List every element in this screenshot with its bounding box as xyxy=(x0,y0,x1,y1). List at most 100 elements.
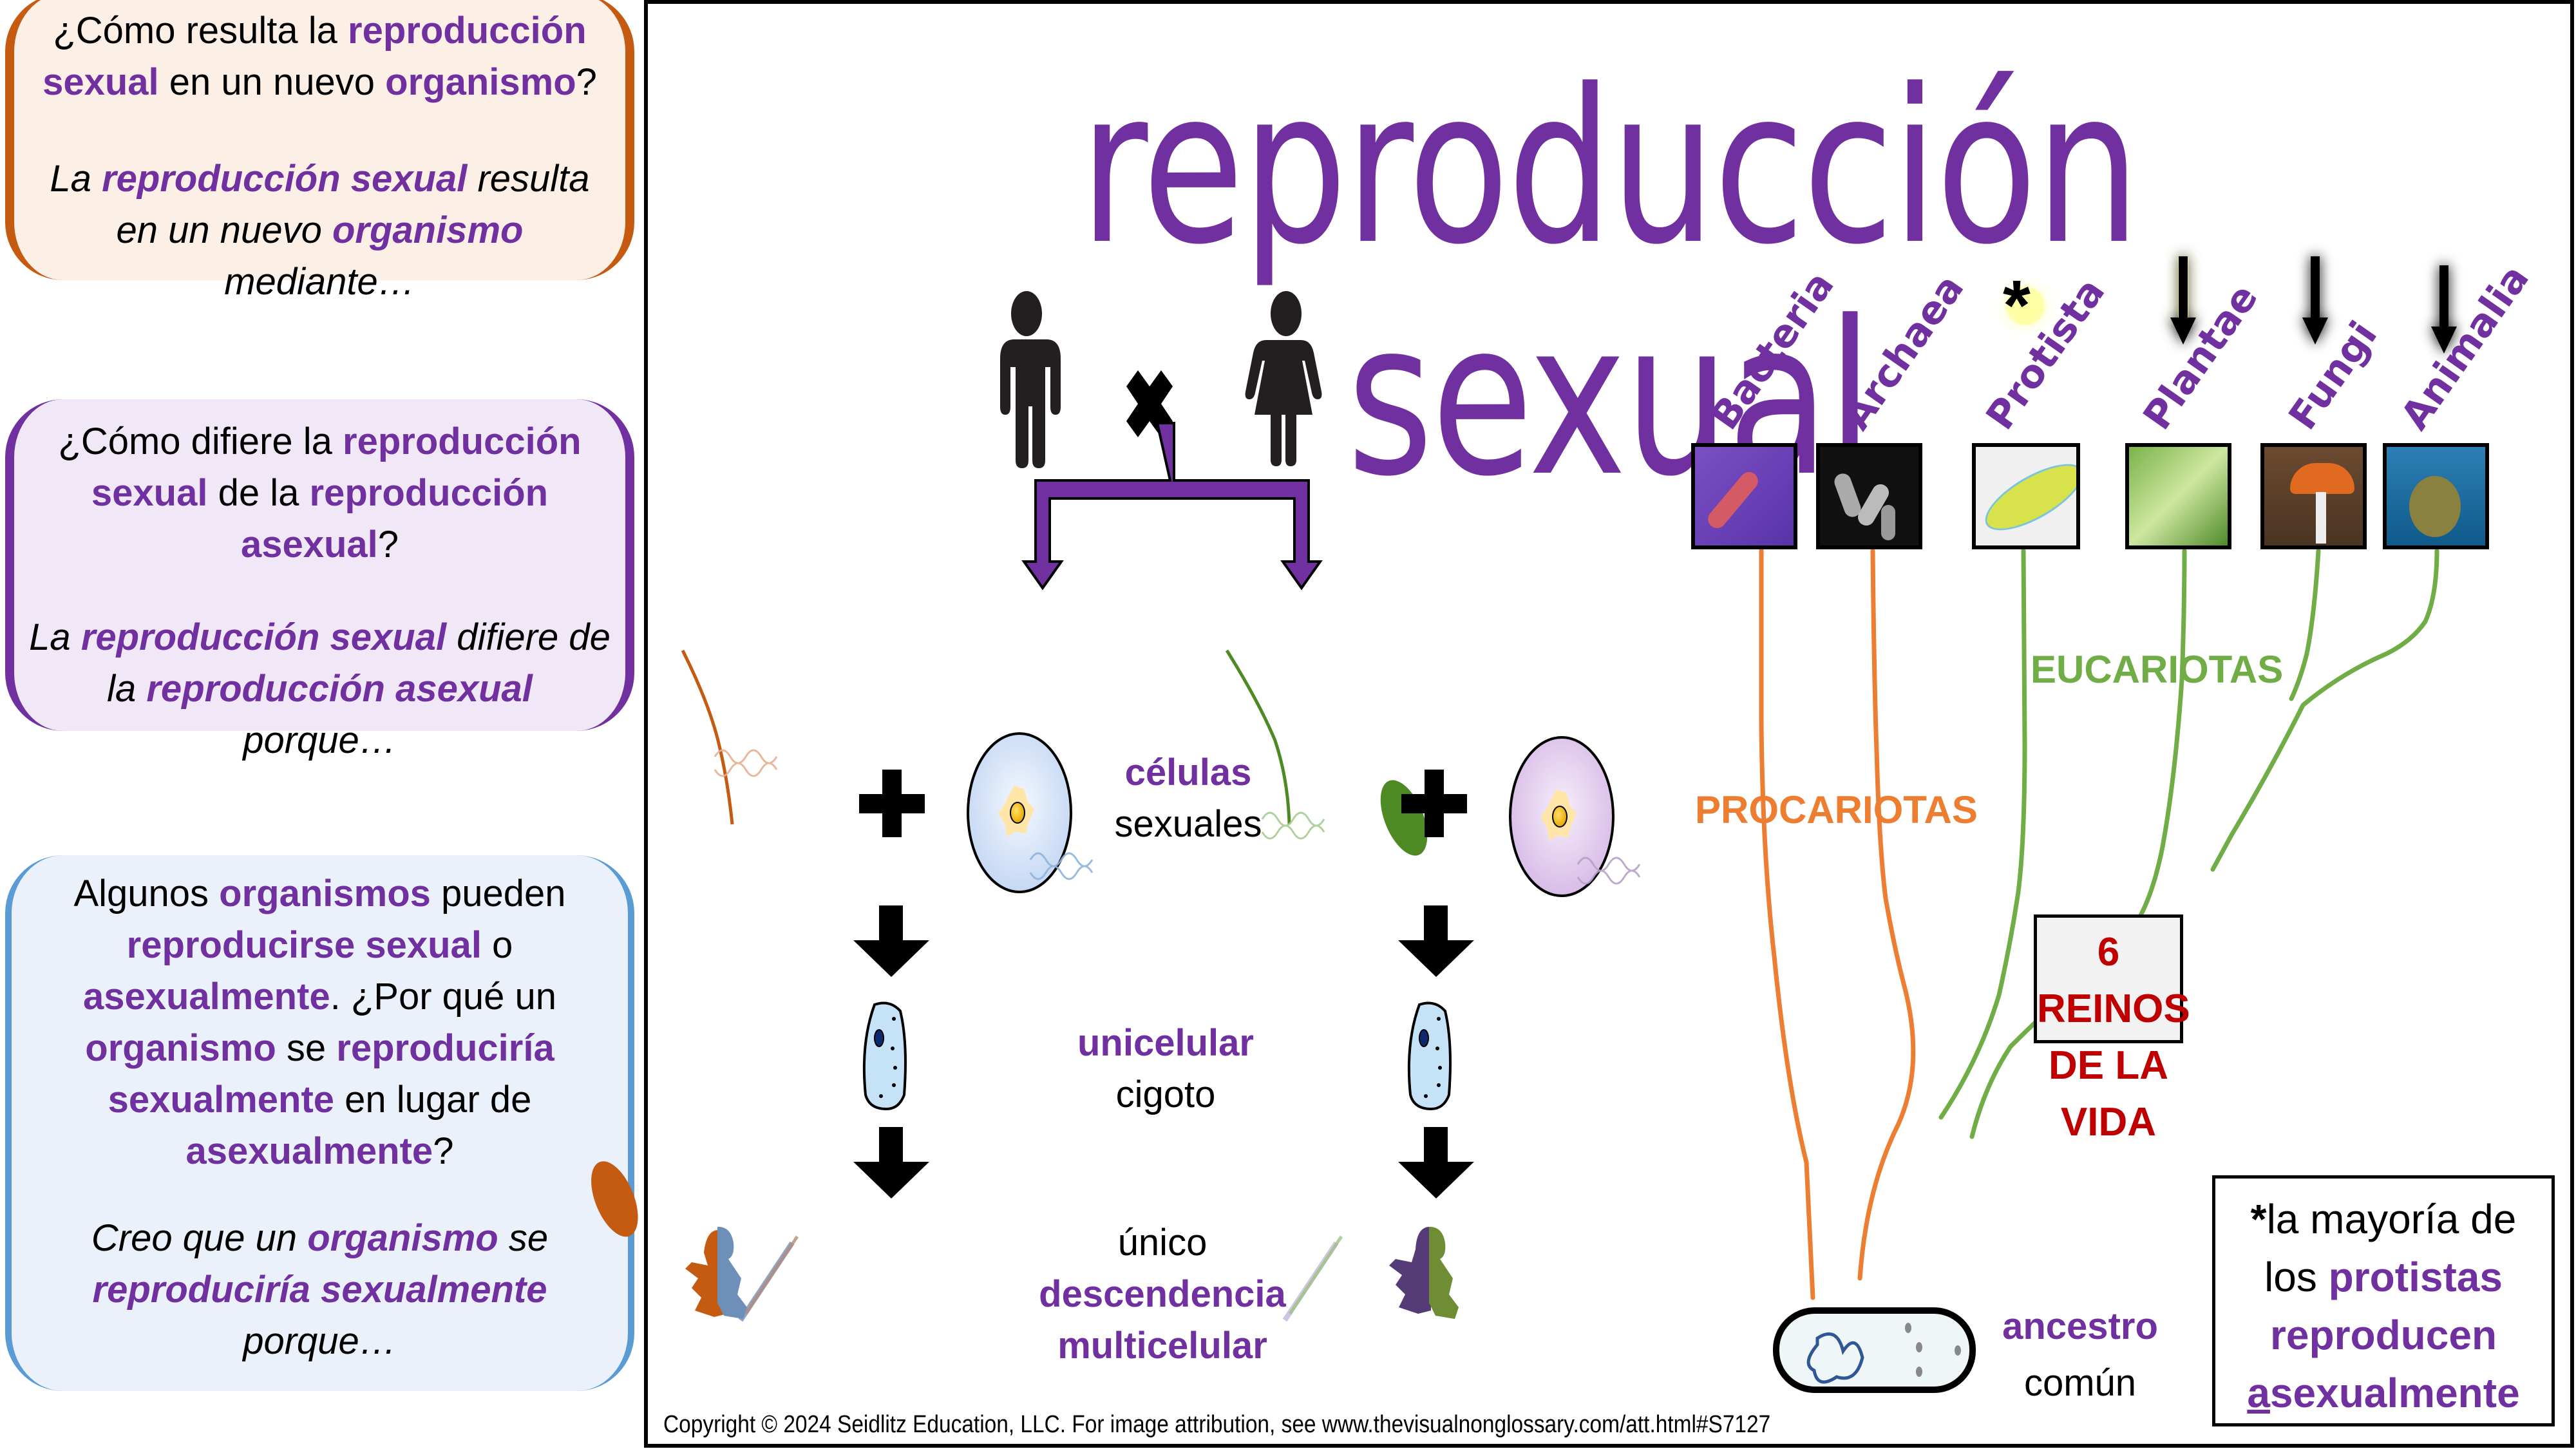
question-box-3: Algunos organismos pueden reproducirse s… xyxy=(5,855,634,1391)
sperm-cell-orange xyxy=(591,649,734,1237)
emphasized-term: reproduciría sexualmente xyxy=(92,1269,547,1311)
dna-helix-icon xyxy=(714,749,778,777)
highlight-arrow-fungi xyxy=(2302,256,2328,345)
text-segment: ? xyxy=(377,524,399,565)
emphasized-term: reproducción sexual xyxy=(102,158,468,200)
text-segment: en lugar de xyxy=(334,1079,532,1121)
kingdom-image-plantae xyxy=(2125,443,2231,549)
protista-note-box: *la mayoría de los protistas reproducen … xyxy=(2212,1175,2555,1426)
dna-helix-icon xyxy=(1577,857,1641,885)
label-comun: común xyxy=(2023,1362,2137,1404)
kingdom-image-bacteria xyxy=(1691,443,1797,549)
text-segment: difiere de la xyxy=(107,616,611,710)
note-reproducen: reproducen xyxy=(2269,1312,2497,1358)
text-segment: ¿Cómo resulta la xyxy=(53,10,348,52)
tree-branch-plantae xyxy=(2137,548,2187,920)
text-segment: La xyxy=(50,158,102,200)
copyright-text: Copyright © 2024 Seidlitz Education, LLC… xyxy=(663,1411,1771,1438)
female-person-icon xyxy=(1245,291,1322,466)
zygote-cell-left xyxy=(862,1001,907,1111)
note-asexualmente-rest: sexualmente xyxy=(2269,1370,2520,1416)
question-1-text: ¿Cómo resulta la reproducción sexual en … xyxy=(14,5,625,108)
question-2-text: ¿Cómo difiere la reproducción sexual de … xyxy=(14,416,625,571)
text-segment: resulta en un nuevo xyxy=(116,158,590,251)
six-kingdoms-line1: 6 REINOS xyxy=(2037,930,2190,1031)
text-segment: de la xyxy=(207,472,310,514)
protista-asterisk: * xyxy=(2003,266,2031,345)
plus-icon xyxy=(859,770,925,837)
down-arrow-icon xyxy=(1398,905,1474,977)
emphasized-term: organismo xyxy=(385,61,576,103)
egg-cell-blue xyxy=(967,732,1072,893)
dna-helix-icon xyxy=(1261,811,1325,840)
text-segment: ¿Cómo difiere la xyxy=(58,421,343,462)
highlight-arrow-animalia xyxy=(2431,265,2457,354)
question-3-text: Algunos organismos pueden reproducirse s… xyxy=(12,868,628,1177)
note-line-2-text: los xyxy=(2264,1254,2329,1300)
label-multicelular: multicelular xyxy=(1057,1325,1267,1367)
label-sexuales: sexuales xyxy=(1114,803,1262,845)
answer-3-sentence-starter: Creo que un organismo se reproduciría se… xyxy=(12,1213,628,1367)
highlight-arrow-plantae xyxy=(2170,256,2196,345)
label-unicelular: unicelular xyxy=(1077,1022,1254,1064)
note-line-4: asexualmente xyxy=(2215,1364,2552,1422)
text-segment: en un nuevo xyxy=(158,61,386,103)
six-kingdoms-box: 6 REINOS DE LA VIDA xyxy=(2034,914,2190,1144)
emphasized-term: reproducción asexual xyxy=(146,668,533,710)
note-underlined-a: a xyxy=(2247,1370,2270,1416)
kingdom-image-fungi xyxy=(2260,443,2367,549)
down-arrow-icon xyxy=(1398,1127,1474,1198)
tree-branch-archaea xyxy=(1857,548,1916,1281)
emphasized-term: reproducción sexual xyxy=(80,616,447,658)
text-segment: pueden xyxy=(430,873,566,914)
down-arrow-icon xyxy=(853,905,929,977)
text-segment: . ¿Por qué un xyxy=(330,976,557,1018)
text-segment: se xyxy=(276,1027,337,1069)
question-box-1: ¿Cómo resulta la reproducción sexual en … xyxy=(5,0,634,303)
label-descendencia: descendencia xyxy=(1039,1273,1286,1315)
label-procariotas: PROCARIOTAS xyxy=(1695,788,1978,831)
offspring-baby-left xyxy=(685,1227,799,1322)
note-protistas: protistas xyxy=(2328,1254,2503,1300)
label-eucariotas: EUCARIOTAS xyxy=(2031,648,2284,691)
tree-branch-protista xyxy=(1938,548,2027,1120)
page-title: reproducción sexual xyxy=(1079,44,2141,523)
text-segment: se xyxy=(498,1217,549,1259)
answer-1-sentence-starter: La reproducción sexual resulta en un nue… xyxy=(14,153,625,308)
kingdom-image-protista xyxy=(1972,443,2080,549)
label-unico: único xyxy=(1117,1222,1208,1264)
common-ancestor-cell xyxy=(1773,1307,1976,1393)
question-box-2: ¿Cómo difiere la reproducción sexual de … xyxy=(5,399,634,761)
tree-branch-fungi xyxy=(2289,548,2321,701)
emphasized-term: reproducirse sexual xyxy=(126,924,482,966)
emphasized-term: reproducción sexual xyxy=(43,10,587,103)
emphasized-term: organismo xyxy=(85,1027,276,1069)
offspring-baby-right xyxy=(1282,1227,1459,1322)
note-asterisk: * xyxy=(2250,1196,2267,1242)
kingdom-image-archaea xyxy=(1816,443,1922,549)
note-line-2: los protistas xyxy=(2215,1248,2552,1306)
dna-helix-icon xyxy=(1029,852,1094,880)
label-celulas: células xyxy=(1124,752,1252,793)
text-segment: Creo que un xyxy=(91,1217,308,1259)
text-segment: mediante… xyxy=(224,261,415,303)
text-segment: porque… xyxy=(243,1320,397,1362)
emphasized-term: asexualmente xyxy=(185,1130,433,1172)
note-line-1: *la mayoría de xyxy=(2215,1190,2552,1248)
down-arrow-icon xyxy=(853,1127,929,1198)
male-person-icon xyxy=(1000,291,1061,468)
label-ancestro: ancestro xyxy=(2002,1305,2158,1347)
text-segment: ? xyxy=(576,61,597,103)
text-segment: Algunos xyxy=(73,873,220,914)
emphasized-term: reproduciría sexualmente xyxy=(108,1027,554,1121)
text-segment: porque… xyxy=(243,719,397,761)
emphasized-term: asexualmente xyxy=(82,976,330,1018)
text-segment: La xyxy=(29,616,81,658)
tree-branch-animalia xyxy=(2210,548,2439,872)
asterisk-highlight xyxy=(2006,287,2045,325)
label-cigoto: cigoto xyxy=(1115,1074,1216,1115)
emphasized-term: organismo xyxy=(332,209,524,251)
split-arrow-purple xyxy=(1021,422,1323,591)
kingdom-image-animalia xyxy=(2383,443,2489,549)
